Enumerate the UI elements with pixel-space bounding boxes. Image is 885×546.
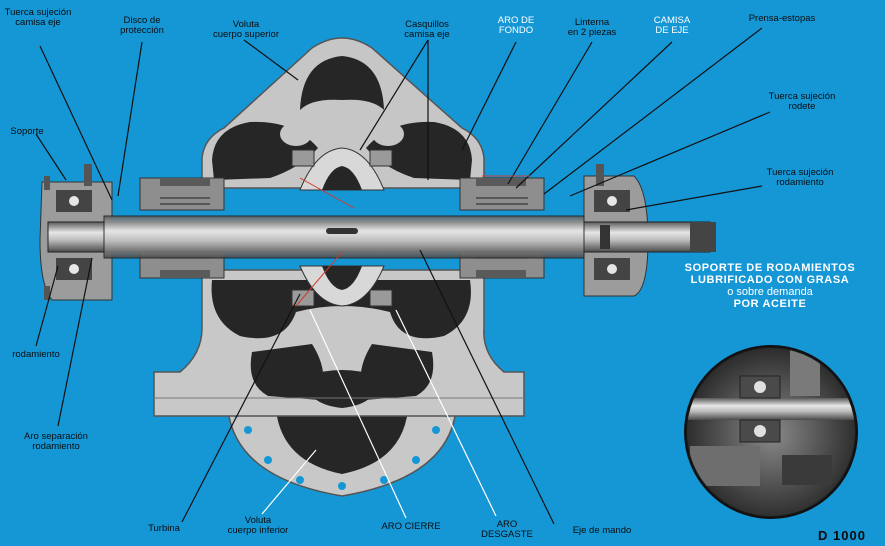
label-tuerca-sujecion-rodamiento: Tuerca sujeción rodamiento	[766, 167, 834, 188]
label-casquillos-camisa-eje: Casquillos camisa eje	[404, 19, 450, 40]
label-aro-cierre: ARO CIERRE	[381, 521, 441, 532]
lower-casing	[153, 269, 525, 497]
label-turbina: Turbina	[148, 523, 180, 534]
shaft	[47, 215, 716, 259]
note-line-4: POR ACEITE	[733, 298, 807, 310]
note-line-1: SOPORTE DE RODAMIENTOS	[684, 262, 856, 274]
bearing-lubrication-note: SOPORTE DE RODAMIENTOS LUBRIFICADO CON G…	[672, 262, 868, 310]
label-prensa-estopas: Prensa-estopas	[748, 13, 816, 24]
note-line-2: LUBRIFICADO CON GRASA	[690, 274, 850, 286]
label-linterna-2-piezas: Linterna en 2 piezas	[567, 17, 617, 38]
label-rodamiento: rodamiento	[12, 349, 60, 360]
label-soporte: Soporte	[10, 126, 44, 137]
label-tuerca-sujecion-rodete: Tuerca sujeción rodete	[768, 91, 836, 112]
label-disco-proteccion: Disco de protección	[120, 15, 164, 36]
bearing-detail-inset	[684, 345, 858, 519]
label-tuerca-sujecion-camisa-eje: Tuerca sujeción camisa eje	[4, 7, 72, 28]
label-camisa-de-eje: CAMISA DE EJE	[653, 15, 691, 36]
figure-code: D 1000	[818, 528, 866, 543]
label-eje-de-mando: Eje de mando	[572, 525, 632, 536]
label-aro-desgaste: ARO DESGASTE	[481, 519, 533, 540]
label-aro-de-fondo: ARO DE FONDO	[497, 15, 535, 36]
label-voluta-cuerpo-superior: Voluta cuerpo superior	[212, 19, 279, 40]
label-voluta-cuerpo-inferior: Voluta cuerpo inferior	[227, 515, 289, 536]
label-aro-separacion-rodamiento: Aro separación rodamiento	[24, 431, 88, 452]
leader-lines	[35, 27, 771, 525]
note-line-3: o sobre demanda	[727, 286, 813, 298]
